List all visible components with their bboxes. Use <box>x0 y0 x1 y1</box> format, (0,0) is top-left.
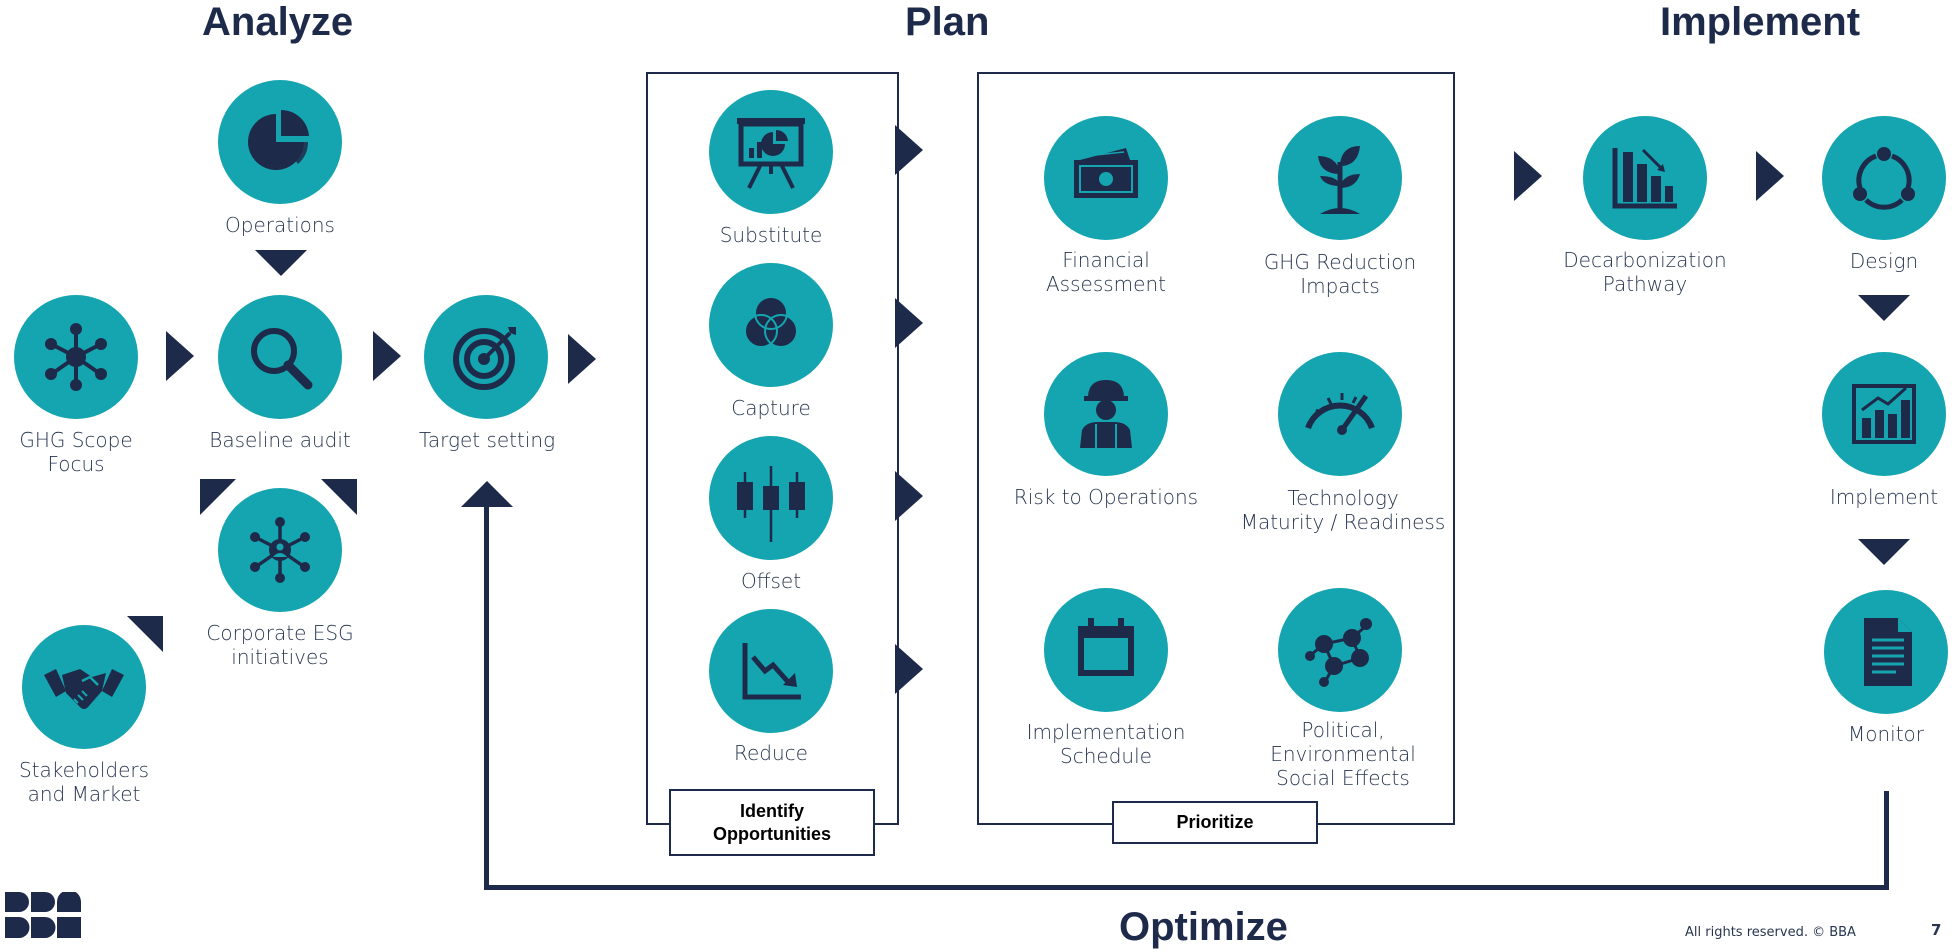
operations-label: Operations <box>225 213 335 237</box>
monitor-circle <box>1824 590 1948 714</box>
overlap-circles-icon <box>744 296 798 348</box>
sprout-icon <box>1318 146 1360 214</box>
technology-circle <box>1278 352 1402 476</box>
plan-heading: Plan <box>905 0 990 44</box>
stakeholders-circle <box>22 625 146 749</box>
capture-arrow <box>895 298 923 348</box>
bba-logo <box>5 890 81 938</box>
bar-chart-down-icon <box>1612 148 1677 209</box>
corporate-esg-circle <box>218 488 342 612</box>
design-label: Design <box>1849 249 1919 273</box>
prioritize-tag: Prioritize <box>1112 801 1318 844</box>
reduce-circle <box>709 609 833 733</box>
optimize-heading: Optimize <box>1119 905 1288 949</box>
cycle-icon <box>1853 147 1915 210</box>
reduce-label: Reduce <box>734 741 808 765</box>
document-icon <box>1864 618 1912 686</box>
risk-circle <box>1044 352 1168 476</box>
feedback-line-vertical-left <box>484 506 489 890</box>
monitor-label: Monitor <box>1847 722 1925 746</box>
implement-to-monitor-arrow <box>1858 539 1910 565</box>
pathway-circle <box>1583 116 1707 240</box>
political-circle <box>1278 588 1402 712</box>
presentation-board-icon <box>737 118 805 189</box>
baseline-to-target-arrow <box>373 331 401 381</box>
baseline-audit-label: Baseline audit <box>209 428 351 452</box>
ghg-reduction-circle <box>1278 116 1402 240</box>
target-setting-label: Target setting <box>418 428 556 452</box>
substitute-label: Substitute <box>719 223 823 247</box>
financial-circle <box>1044 116 1168 240</box>
risk-label: Risk to Operations <box>1013 485 1199 509</box>
pie-chart-icon <box>248 109 309 170</box>
target-icon <box>453 327 516 390</box>
calendar-icon <box>1078 618 1134 676</box>
gauge-icon <box>1305 393 1375 435</box>
declining-chart-icon <box>742 643 801 700</box>
page-number: 7 <box>1931 921 1942 939</box>
design-circle <box>1822 116 1946 240</box>
target-to-plan-arrow <box>568 334 596 384</box>
social-network-icon <box>1305 618 1372 687</box>
esg-up-left-arrow <box>200 479 236 515</box>
substitute-circle <box>709 90 833 214</box>
substitute-arrow <box>895 125 923 175</box>
offset-arrow <box>895 471 923 521</box>
implement-heading: Implement <box>1660 0 1861 44</box>
feedback-line-vertical-right <box>1884 791 1889 890</box>
ghg-scope-circle <box>14 295 138 419</box>
operations-arrow <box>255 250 307 276</box>
offset-circle <box>709 436 833 560</box>
ghg-to-baseline-arrow <box>166 331 194 381</box>
design-to-implement-arrow <box>1858 295 1910 321</box>
worker-icon <box>1080 380 1132 448</box>
implement-label: Implement <box>1829 485 1939 509</box>
magnifier-icon <box>251 328 313 390</box>
offset-label: Offset <box>740 569 802 593</box>
schedule-circle <box>1044 588 1168 712</box>
target-setting-circle <box>424 295 548 419</box>
handshake-icon <box>44 669 124 709</box>
implement-circle <box>1822 352 1946 476</box>
money-icon <box>1074 148 1138 198</box>
people-network-icon <box>250 517 310 583</box>
growth-chart-icon <box>1852 384 1916 444</box>
feedback-line-horizontal <box>484 885 1889 890</box>
plan-to-pathway-arrow <box>1514 151 1542 201</box>
candlestick-icon <box>737 466 805 542</box>
operations-circle <box>218 80 342 204</box>
capture-circle <box>709 263 833 387</box>
copyright-text: All rights reserved. © BBA <box>1685 925 1856 940</box>
pathway-to-design-arrow <box>1756 151 1784 201</box>
capture-label: Capture <box>731 396 811 420</box>
analyze-heading: Analyze <box>202 0 354 44</box>
feedback-arrow-head <box>461 481 513 507</box>
stakeholders-arrow <box>127 616 163 652</box>
reduce-arrow <box>895 644 923 694</box>
network-hub-icon <box>45 323 107 391</box>
baseline-audit-circle <box>218 295 342 419</box>
